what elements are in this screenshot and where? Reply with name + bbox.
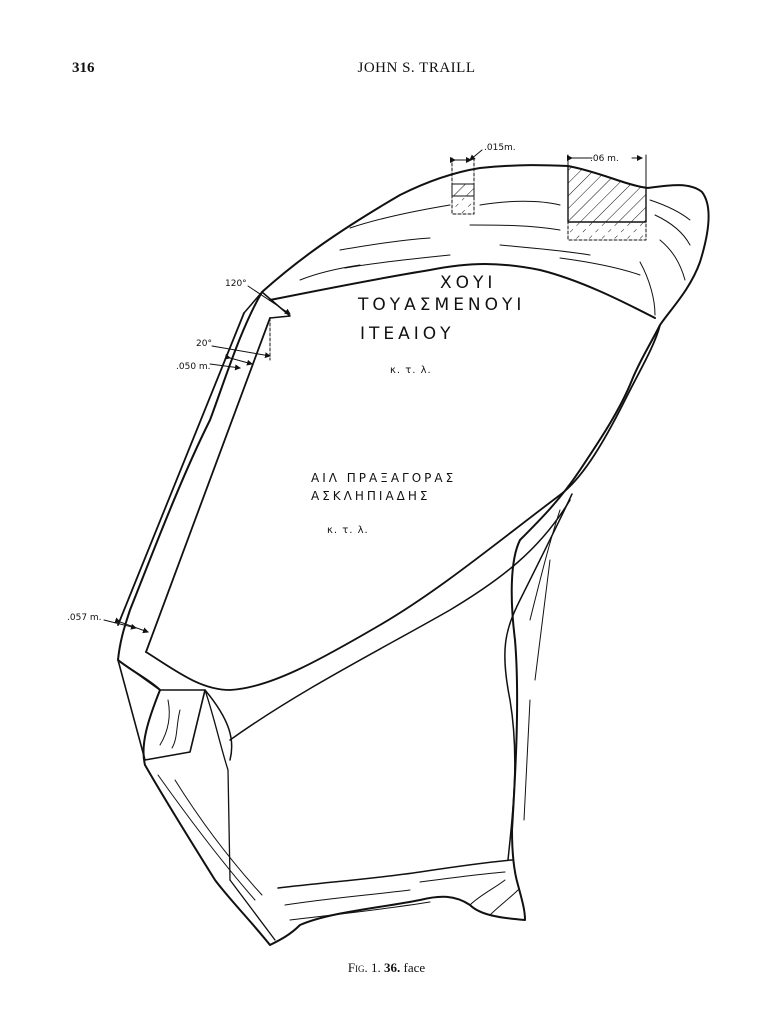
inscription-lower-line1: ΑΙΛ ΠΡΑΞΑΓΟΡΑΣ — [311, 471, 456, 485]
caption-fig-label: Fig. 1. — [347, 960, 381, 975]
dim-angle-side: 20° — [196, 339, 212, 349]
inscription-upper-line2: ΤΟΥΑΣΜΕΝΟΥΙ — [357, 295, 525, 315]
left-bevel-outer — [117, 312, 245, 626]
inscription-upper-line1: ΧΟΥΙ — [440, 273, 496, 293]
dim-top-right-gap: .06 m. — [590, 154, 619, 164]
inscription-upper-line3: ΙΤΕΑΙΟΥ — [360, 324, 455, 344]
inscription-lower-etc: κ. τ. λ. — [327, 525, 369, 536]
inscribed-face-top-edge — [269, 263, 656, 319]
fragment-outline — [117, 164, 710, 946]
inscription-lower-line2: ΑΣΚΛΗΠΙΑΔΗΣ — [311, 489, 430, 503]
caption-number: 36. — [384, 960, 401, 975]
fracture-diagonal — [145, 324, 661, 691]
left-bevel-inner — [145, 317, 271, 653]
inscription-upper-etc: κ. τ. λ. — [390, 365, 432, 376]
dim-side-width-bottom: .057 m. — [67, 613, 102, 623]
figure-caption: Fig. 1. 36. face — [0, 960, 773, 976]
dim-top-left-gap: .015m. — [484, 143, 516, 153]
dim-angle-top: 120° — [225, 279, 247, 289]
caption-text: face — [403, 960, 426, 975]
dim-side-width-top: .050 m. — [176, 362, 211, 372]
page-number: 316 — [72, 60, 95, 76]
running-head: JOHN S. TRAILL — [357, 60, 476, 76]
